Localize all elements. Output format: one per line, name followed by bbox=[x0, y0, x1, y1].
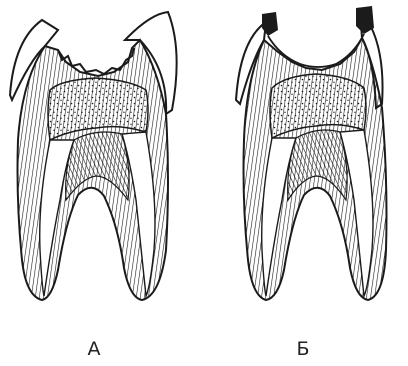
panel-label-a: А bbox=[74, 338, 114, 360]
tooth-a bbox=[10, 12, 177, 300]
panel-label-b: Б bbox=[283, 338, 323, 360]
tooth-b bbox=[236, 6, 387, 300]
